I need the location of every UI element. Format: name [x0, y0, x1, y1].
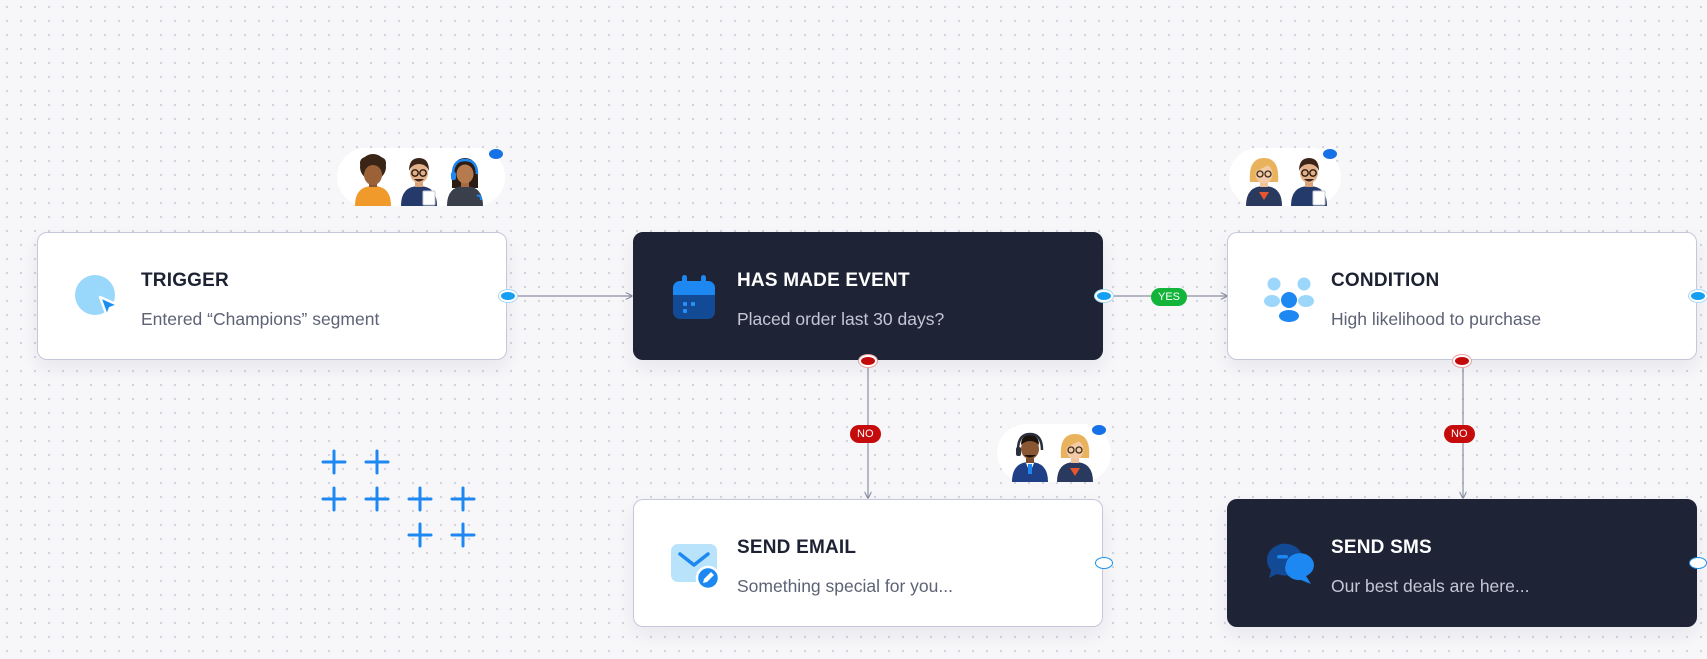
envelope-edit-icon	[670, 540, 721, 591]
cursor-click-icon	[74, 273, 124, 323]
collaborator-avatars[interactable]	[337, 148, 505, 206]
port-condition-no-output[interactable]	[1453, 355, 1471, 367]
node-subtitle: Entered “Champions” segment	[141, 309, 380, 329]
plus-icon	[321, 449, 347, 475]
node-title: TRIGGER	[141, 270, 229, 291]
online-indicator	[1092, 425, 1106, 435]
plus-icon	[407, 486, 433, 512]
online-indicator	[489, 149, 503, 159]
node-title: HAS MADE EVENT	[737, 270, 910, 291]
avatar-man-glasses-clipboard	[1287, 152, 1331, 206]
port-email-output[interactable]	[1095, 557, 1113, 569]
yes-label: YES	[1151, 288, 1188, 306]
node-send-email[interactable]: SEND EMAIL Something special for you...	[633, 499, 1103, 627]
node-trigger[interactable]: TRIGGER Entered “Champions” segment	[37, 232, 507, 360]
node-title: CONDITION	[1331, 270, 1440, 291]
node-condition[interactable]: CONDITION High likelihood to purchase	[1227, 232, 1697, 360]
calendar-icon	[670, 273, 720, 323]
collaborator-avatars[interactable]	[997, 424, 1111, 482]
online-indicator	[1323, 149, 1337, 159]
node-subtitle: Something special for you...	[737, 576, 953, 596]
avatar-man-headset-suit	[1008, 428, 1052, 482]
node-send-sms[interactable]: SEND SMS Our best deals are here...	[1227, 499, 1697, 627]
port-trigger-output[interactable]	[499, 290, 517, 302]
plus-icon	[364, 449, 390, 475]
chat-bubbles-icon	[1264, 540, 1314, 590]
node-title: SEND SMS	[1331, 537, 1432, 558]
port-condition-output[interactable]	[1689, 290, 1707, 302]
node-title: SEND EMAIL	[737, 537, 857, 558]
port-sms-output[interactable]	[1689, 557, 1707, 569]
plus-icon	[321, 486, 347, 512]
people-group-icon	[1264, 273, 1314, 323]
plus-icon	[407, 522, 433, 548]
node-has-made-event[interactable]: HAS MADE EVENT Placed order last 30 days…	[633, 232, 1103, 360]
node-subtitle: High likelihood to purchase	[1331, 309, 1542, 329]
plus-icon	[450, 522, 476, 548]
avatar-woman-curly-hair	[351, 152, 395, 206]
avatar-woman-blonde-glasses	[1053, 428, 1097, 482]
node-subtitle: Placed order last 30 days?	[737, 309, 945, 329]
plus-icon	[364, 486, 390, 512]
avatar-woman-blonde-glasses	[1242, 152, 1286, 206]
no-label-event: NO	[850, 425, 881, 443]
no-label-condition: NO	[1444, 425, 1475, 443]
avatar-man-glasses-clipboard	[397, 152, 441, 206]
node-subtitle: Our best deals are here...	[1331, 576, 1530, 596]
avatar-woman-headset	[443, 152, 487, 206]
port-event-yes-output[interactable]	[1095, 290, 1113, 302]
collaborator-avatars[interactable]	[1229, 148, 1341, 206]
plus-icon	[450, 486, 476, 512]
port-event-no-output[interactable]	[859, 355, 877, 367]
